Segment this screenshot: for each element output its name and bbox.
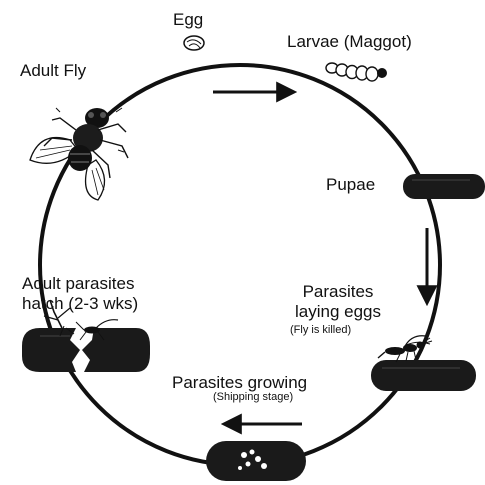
egg-icon	[184, 36, 204, 50]
egg-label: Egg	[173, 11, 203, 28]
fly-icon	[30, 108, 128, 200]
pupa-icon	[403, 174, 485, 199]
parasites-laying-line-1: Parasites	[283, 283, 393, 300]
adult-parasites-line-1: Adult parasites	[22, 275, 138, 292]
adult-parasites-line-2: hatch (2-3 wks)	[22, 295, 138, 312]
parasites-laying-label: Parasites laying eggs	[283, 283, 393, 320]
fly-killed-label: (Fly is killed)	[290, 325, 351, 336]
shipping-stage-label: (Shipping stage)	[213, 392, 293, 403]
parasites-growing-label: Parasites growing	[172, 374, 307, 391]
broken-pupa-icon	[22, 328, 150, 372]
adult-fly-label: Adult Fly	[20, 62, 86, 79]
pupae-label: Pupae	[326, 176, 375, 193]
adult-parasites-label: Adult parasites hatch (2-3 wks)	[22, 275, 138, 312]
maggot-icon	[326, 63, 387, 81]
pupa-with-parasite-icon	[371, 360, 476, 391]
larvae-label: Larvae (Maggot)	[287, 33, 412, 50]
pupa-growing-icon	[206, 441, 306, 481]
parasites-laying-line-2: laying eggs	[283, 303, 393, 320]
